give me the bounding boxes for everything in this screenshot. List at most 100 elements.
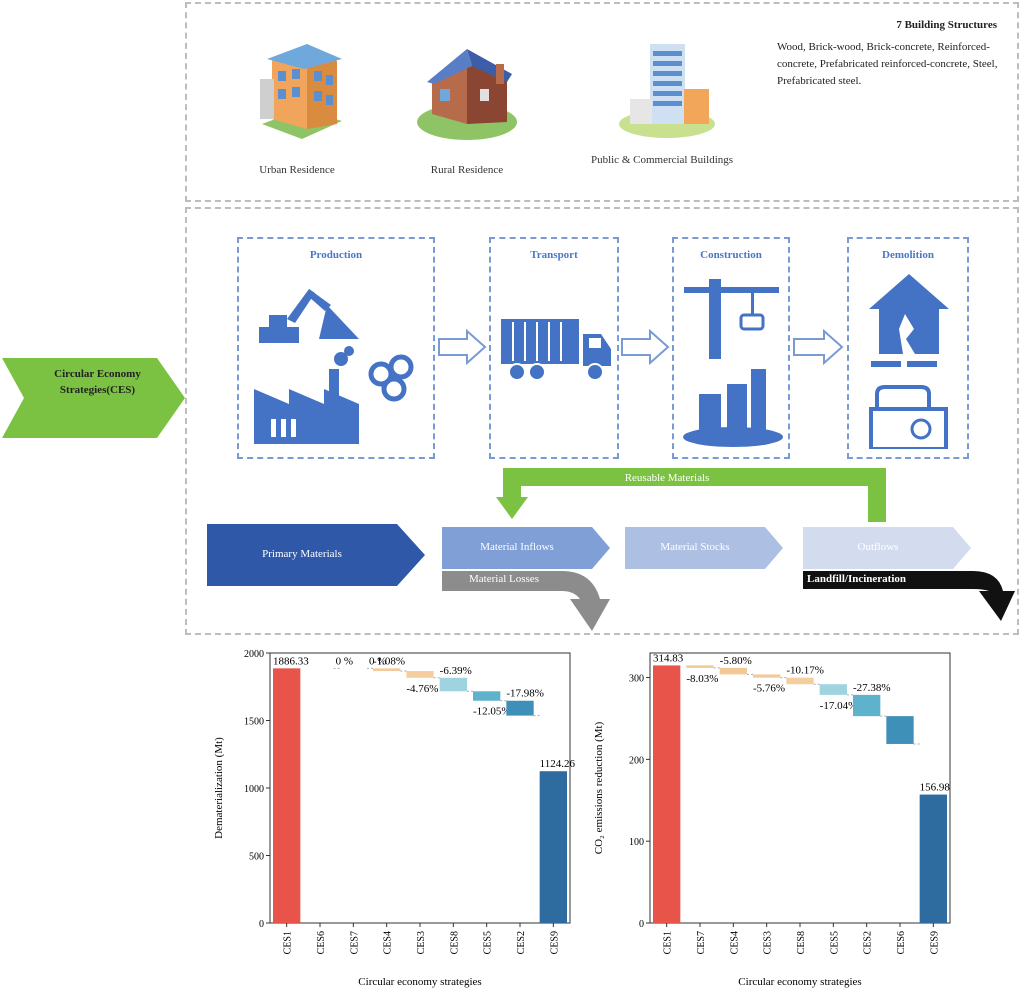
outflows-arrow [803,527,971,569]
waterfall-bar [686,665,714,668]
x-tick-label: CES6 [896,931,907,954]
y-tick-label: 0 [259,919,264,930]
urban-residence-icon [260,44,342,139]
building-label-rural: Rural Residence [430,164,504,176]
reusable-materials-arrow [496,468,886,522]
x-tick-label: CES7 [349,931,360,954]
x-tick-label: CES1 [283,931,294,954]
ce-strategies-arrow [2,358,185,438]
waterfall-bar [539,771,567,923]
truck-icon [501,319,611,381]
waterfall-bar [753,674,781,678]
y-axis-label: CO₂ emissions reduction (Mt) [593,721,605,854]
x-tick-label: CES9 [929,931,940,954]
x-tick-label: CES4 [729,931,740,954]
waterfall-bar [473,691,501,701]
building-types-panel: Urban Residence Rural Residence Public &… [185,2,1019,202]
waterfall-bar [439,677,467,692]
public-commercial-icon [619,44,715,138]
lifecycle-panel: Production Transport [185,207,1019,635]
stage-demolition: Demolition [847,237,969,459]
stage-construction: Construction [672,237,790,459]
plot-frame [649,652,951,924]
reusable-materials-label: Reusable Materials [624,472,710,484]
data-label: 0 % [336,655,353,667]
x-tick-label: CES2 [863,931,874,954]
data-label: -5.80% [720,655,752,667]
x-tick-label: CES3 [416,931,427,954]
flow-arrow-construction-demolition [793,329,844,365]
material-inflows-label: Material Inflows [480,541,554,553]
y-tick-label: 2000 [244,649,264,660]
y-tick-label: 1500 [244,717,264,728]
y-tick-label: 300 [629,674,644,685]
stage-production: Production [237,237,435,459]
material-stocks-arrow [625,527,783,569]
building-label-urban: Urban Residence [259,164,335,176]
stage-title-production: Production [309,249,363,261]
landfill-arrow [803,571,1015,621]
building-label-public: Public & Commercial Buildings [590,154,734,166]
material-inflows-arrow [442,527,610,569]
y-tick-label: 100 [629,837,644,848]
waterfall-bar [406,671,434,678]
landfill-label: Landfill/Incineration [807,573,907,585]
material-stocks-label: Material Stocks [660,541,730,553]
construction-icons [683,279,783,447]
x-tick-label: CES6 [316,931,327,954]
x-tick-label: CES9 [549,931,560,954]
structures-title: 7 Building Structures [896,19,997,31]
x-axis-label: Circular economy strategies [738,976,861,988]
stage-title-construction: Construction [700,249,762,261]
x-tick-label: CES5 [483,931,494,954]
x-tick-label: CES5 [829,931,840,954]
x-tick-label: CES3 [763,931,774,954]
data-label: -8.03% [686,673,718,685]
data-label: -5.76% [753,683,785,695]
data-label: -4.76% [406,683,438,695]
rural-residence-icon [417,49,517,140]
waterfall-bar [819,684,847,695]
flow-arrow-production-transport [438,329,487,365]
waterfall-bar [373,668,401,672]
waterfall-bar [919,794,947,923]
x-tick-label: CES7 [696,931,707,954]
data-label: -1.08% [373,655,405,667]
data-label: 156.98 [920,782,951,794]
production-icons [254,289,414,444]
waterfall-bar [719,667,747,675]
waterfall-bar [786,677,814,685]
x-tick-label: CES1 [663,931,674,954]
y-tick-label: 500 [249,852,264,863]
x-tick-label: CES4 [383,931,394,954]
material-losses-arrow [442,571,610,631]
x-axis-label: Circular economy strategies [358,976,481,988]
x-tick-label: CES8 [796,931,807,954]
data-label: 0 % [369,655,386,667]
stage-title-transport: Transport [530,249,578,261]
data-label: 314.83 [653,652,684,664]
data-label: -17.98% [506,688,544,700]
x-tick-label: CES2 [516,931,527,954]
y-tick-label: 0 [639,919,644,930]
primary-materials-label: Primary Materials [262,548,342,560]
x-tick-label: CES8 [449,931,460,954]
y-tick-label: 200 [629,755,644,766]
waterfall-bar [886,716,914,744]
data-label: 1886.33 [273,655,309,667]
flow-arrow-transport-construction [621,329,670,365]
y-axis-label: Dematerialization (Mt) [213,737,225,839]
data-label: -6.39% [440,665,472,677]
data-label: -10.17% [786,665,824,677]
waterfall-bar [506,700,534,716]
data-label: -12.05% [473,706,511,718]
data-label: -17.04% [820,700,858,712]
waterfall-bar [853,694,881,717]
waterfall-bar [273,668,301,923]
data-label: 1124.26 [540,758,576,770]
primary-materials-arrow [207,524,425,586]
stage-transport: Transport [489,237,619,459]
stage-title-demolition: Demolition [882,249,934,261]
